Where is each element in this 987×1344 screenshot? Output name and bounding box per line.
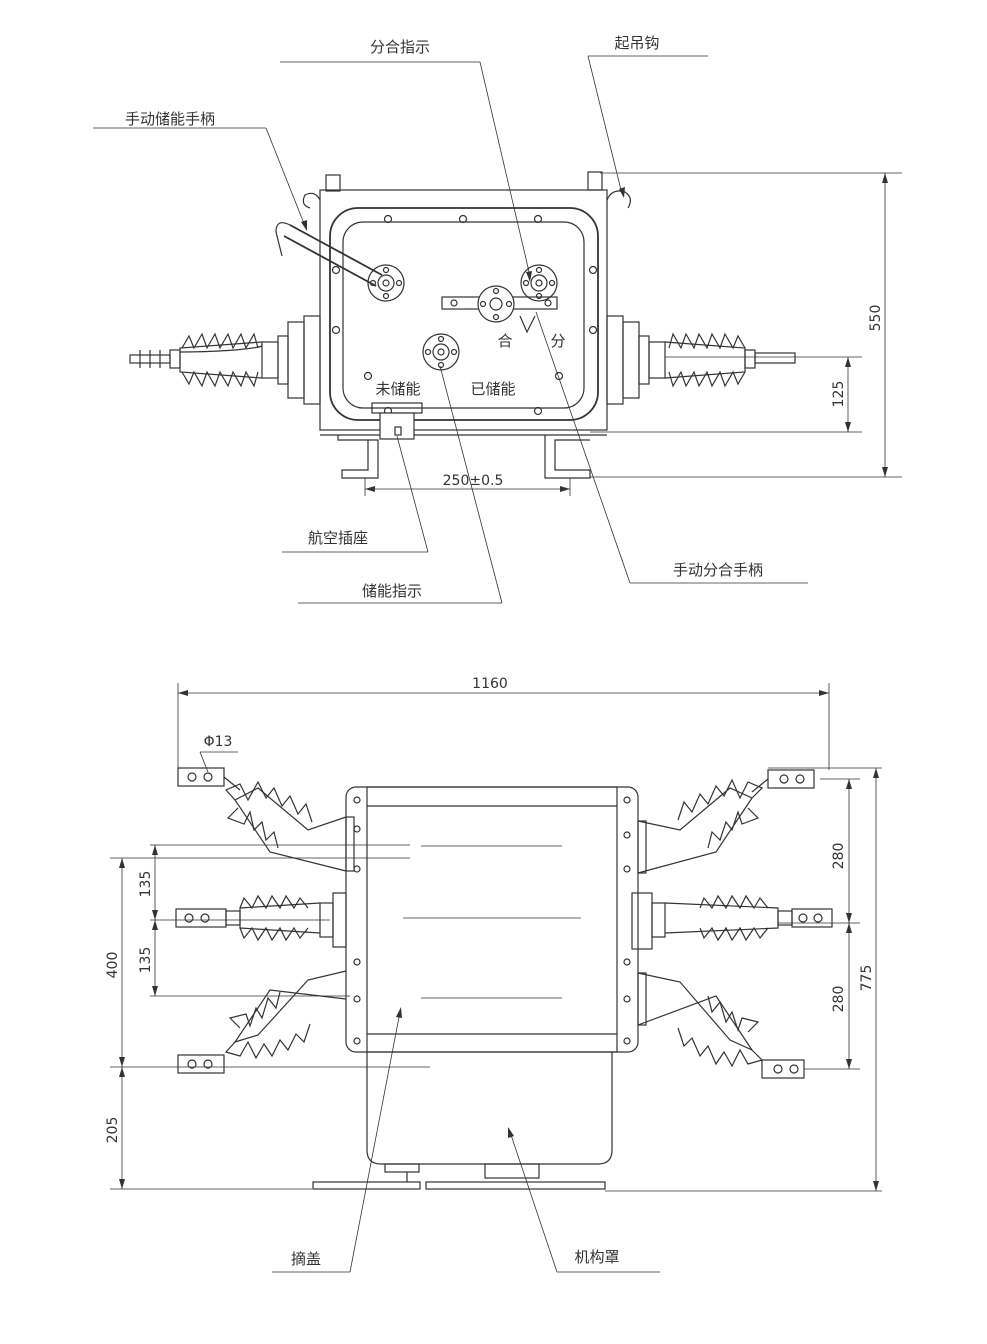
left-upper-bushing [177, 767, 347, 872]
label-lifting-hook: 起吊钩 [614, 34, 659, 52]
dim-1160: 1160 [177, 676, 830, 770]
dim-550-label: 550 [868, 305, 884, 332]
dim-250: 250±0.5 [364, 473, 571, 496]
mounting-feet-top [337, 435, 591, 479]
callout-lifting-hook: 起吊钩 [587, 34, 708, 198]
label-not-charged: 未储能 [375, 380, 420, 398]
callout-manual-close-open-handle: 手动分合手柄 [535, 311, 808, 584]
right-middle-bushing [651, 894, 833, 942]
label-cover: 摘盖 [291, 1250, 321, 1268]
mechanism-cover [366, 1052, 613, 1165]
dim-1160-label: 1160 [472, 676, 508, 692]
dim-hole-label: Φ13 [204, 734, 233, 750]
dim-125-label: 125 [831, 381, 847, 408]
label-charge-indicator: 储能指示 [362, 582, 422, 600]
left-lower-bushing [177, 970, 347, 1074]
label-manual-charge-handle: 手动储能手柄 [125, 110, 215, 128]
dim-550: 550 [590, 172, 902, 478]
tank-bolts [353, 796, 631, 1045]
callout-mechanism-cover: 机构罩 [508, 1127, 660, 1273]
charge-indicator-drawing [422, 333, 460, 371]
callout-manual-charge-handle: 手动储能手柄 [93, 110, 307, 231]
dim-left: 135 135 400 205 [105, 844, 430, 1190]
housing-outer [319, 189, 608, 431]
housing-frame [329, 207, 599, 421]
dim-135-upper-label: 135 [138, 871, 154, 898]
label-closed: 合 [497, 332, 512, 350]
dim-135-lower-label: 135 [138, 947, 154, 974]
dim-775-label: 775 [859, 965, 875, 992]
lifting-hooks [302, 171, 631, 209]
right-upper-bushing [637, 769, 815, 874]
tank-flange [345, 786, 639, 1053]
label-open: 分 [550, 332, 565, 350]
label-close-open-indicator: 分合指示 [370, 38, 430, 56]
label-charged: 已储能 [470, 380, 515, 398]
dim-400-label: 400 [105, 952, 121, 979]
frame-bolts [331, 214, 598, 416]
callout-close-open-indicator: 分合指示 [280, 38, 532, 282]
callout-aviation-socket: 航空插座 [282, 435, 429, 553]
label-mechanism-cover: 机构罩 [574, 1248, 619, 1266]
left-middle-bushing [175, 894, 334, 942]
aviation-socket-drawing [371, 402, 423, 440]
dim-right: 280 280 775 [605, 767, 882, 1192]
front-base [312, 1163, 606, 1190]
dim-125: 125 [590, 356, 862, 433]
top-view: 550 125 250±0.5 合 分 未储能 已储能 [93, 34, 902, 604]
dim-hole: Φ13 [199, 734, 238, 773]
label-aviation-socket: 航空插座 [308, 529, 368, 547]
right-lower-bushing [637, 972, 805, 1079]
manual-charge-handle-drawing [275, 222, 405, 302]
front-view: 1160 Φ13 135 135 [105, 676, 882, 1273]
dim-205-label: 205 [105, 1117, 121, 1144]
dim-250-label: 250±0.5 [443, 473, 504, 489]
dim-280-upper-label: 280 [831, 843, 847, 870]
dim-280-lower-label: 280 [831, 986, 847, 1013]
left-bushing-top [129, 315, 321, 405]
label-manual-close-open-handle: 手动分合手柄 [673, 561, 763, 579]
tank-body [366, 786, 618, 1053]
right-bushing-top [606, 315, 796, 405]
close-open-indicator-drawing [441, 264, 558, 334]
callout-charge-indicator: 储能指示 [298, 365, 503, 604]
callout-cover: 摘盖 [272, 1007, 402, 1273]
